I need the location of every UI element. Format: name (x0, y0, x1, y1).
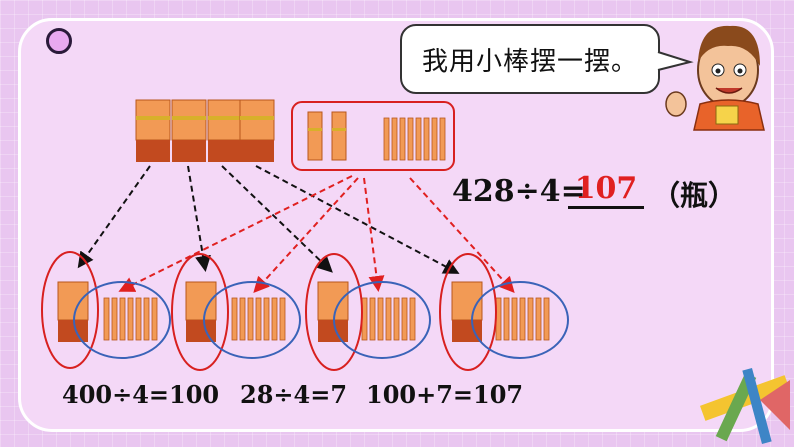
answer-unit: （瓶） (652, 179, 737, 212)
calc-sum: 100+7=107 (366, 380, 524, 409)
slide-card (18, 18, 774, 432)
answer-value: 107 (568, 172, 644, 209)
decorative-dot (46, 28, 72, 54)
speech-text: 我用小棒摆一摆。 (421, 46, 638, 77)
speech-bubble: 我用小棒摆一摆。 (400, 24, 660, 94)
calc-hundreds: 400÷4=100 (62, 380, 220, 409)
division-expression: 428÷4= (452, 174, 586, 209)
calc-tens-ones: 28÷4=7 (240, 380, 348, 409)
